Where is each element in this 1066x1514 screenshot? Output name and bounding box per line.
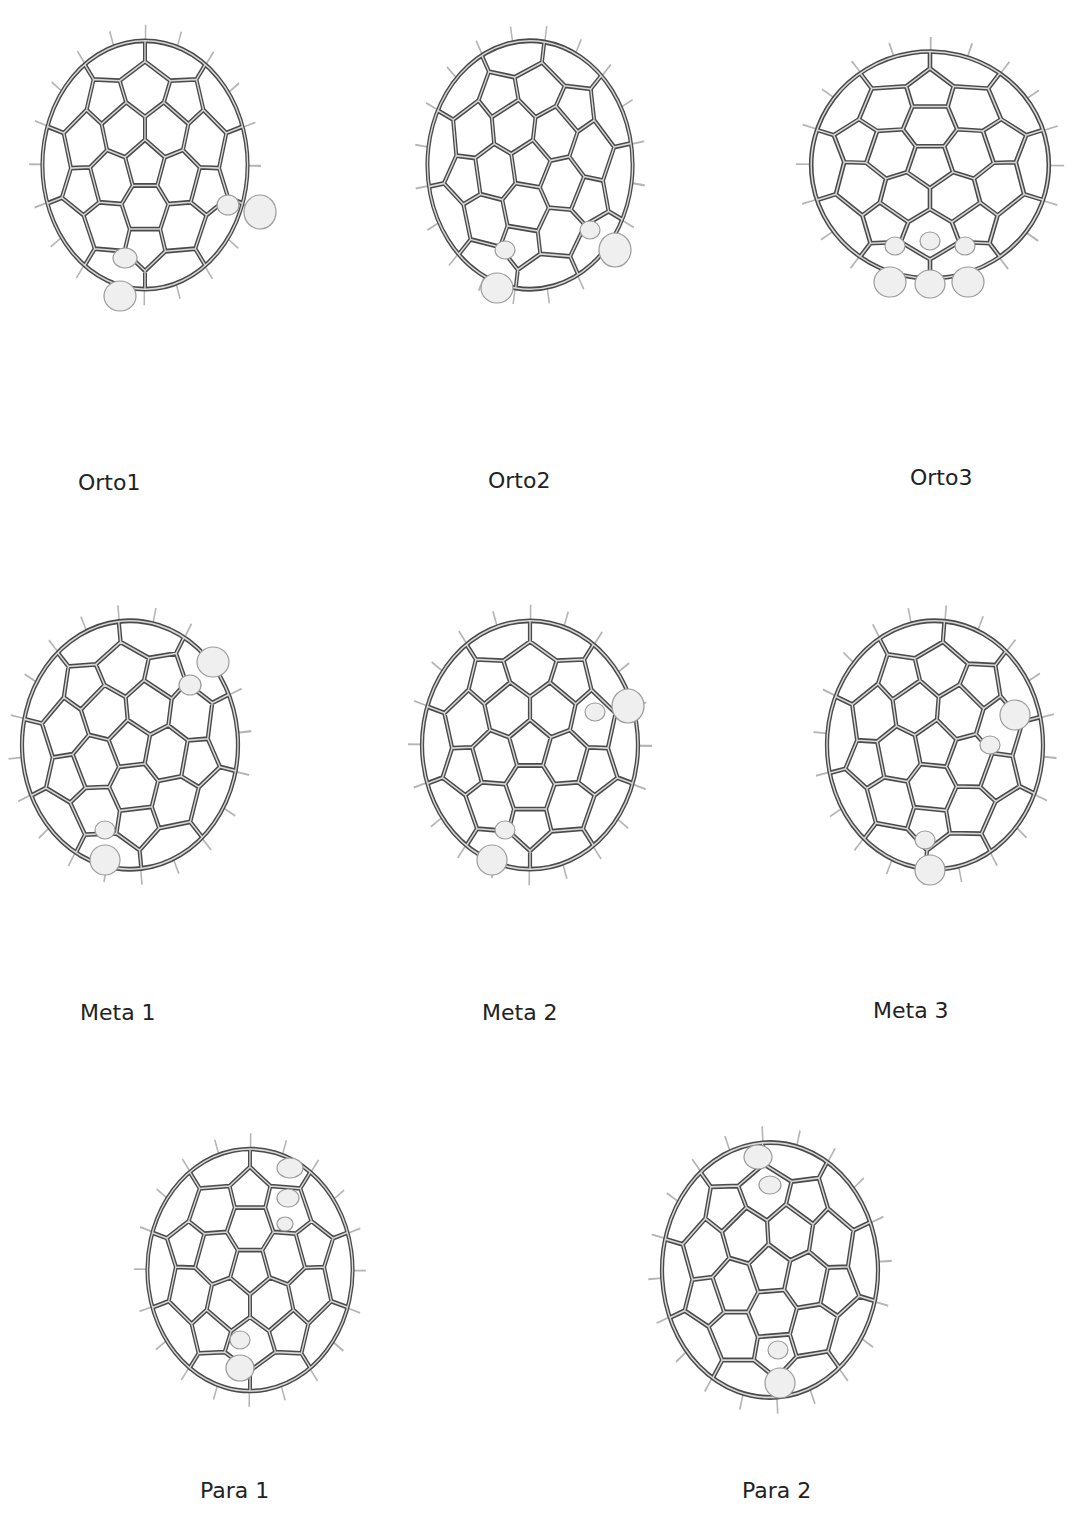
panel-label: Meta 2	[482, 1000, 558, 1026]
panel-label: Para 1	[200, 1478, 269, 1504]
panel-label: Meta 3	[873, 998, 949, 1024]
panel-label: Para 2	[742, 1478, 811, 1504]
panel-label: Orto1	[78, 470, 140, 496]
panel-label: Orto3	[910, 465, 972, 491]
panel-label: Meta 1	[80, 1000, 156, 1026]
panel-label: Orto2	[488, 468, 550, 494]
